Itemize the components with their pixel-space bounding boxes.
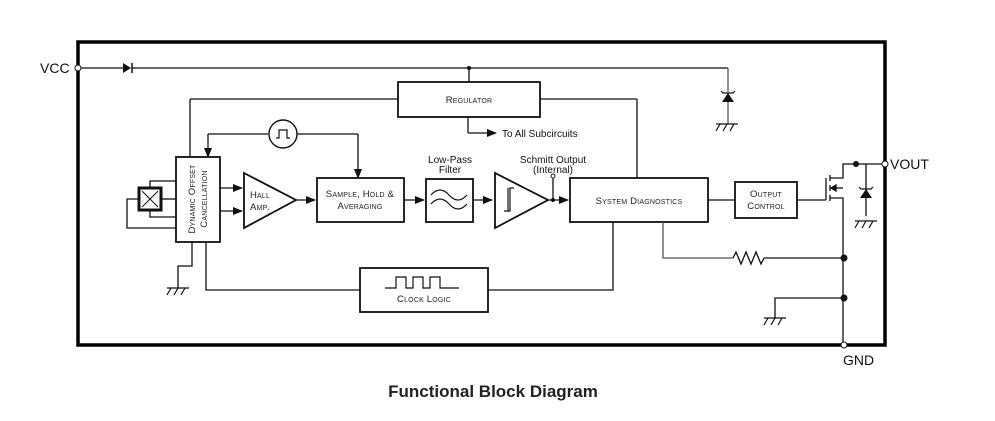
vcc-diode-icon — [123, 63, 133, 73]
diag-to-resistor-wire — [662, 222, 733, 259]
ground-icon — [854, 220, 877, 229]
schmitt-output-label-line2: (Internal) — [533, 165, 573, 176]
diag-to-clock-wire — [488, 222, 614, 291]
output-control-block — [734, 181, 798, 219]
ground-icon — [166, 287, 189, 296]
vcc-pin-label: VCC — [40, 60, 70, 76]
dynamic-offset-cancellation-block — [175, 156, 221, 243]
mosfet-icon — [825, 163, 856, 345]
hysteresis-icon — [504, 187, 514, 212]
doc-ground-wire — [177, 242, 193, 288]
sample-hold-label-line1: Sample, Hold & — [326, 189, 395, 200]
ground-icon — [763, 317, 786, 326]
output-control-label-line1: Output — [750, 189, 782, 200]
system-diagnostics-block — [569, 177, 709, 223]
schmitt-trigger-triangle — [494, 171, 550, 230]
diagram-title: Functional Block Diagram — [388, 382, 598, 401]
junction-dot — [840, 254, 848, 262]
filter-wave-icon — [430, 189, 468, 210]
doc-to-clock-wire — [205, 242, 360, 291]
vout-pin-terminal — [881, 160, 889, 168]
system-diagnostics-label: System Diagnostics — [596, 196, 683, 207]
hall-wire-top — [149, 180, 176, 188]
hall-element-icon — [137, 186, 163, 212]
square-wave-icon — [276, 129, 290, 139]
vcc-pin-terminal — [74, 64, 82, 72]
dynamic-offset-label-line1: Dynamic Offset — [187, 164, 198, 234]
gnd-pin-terminal — [840, 341, 848, 349]
vout-pin-label: VOUT — [890, 156, 929, 172]
sample-hold-label-line2: Averaging — [337, 201, 382, 212]
hall-wire-bottom — [149, 210, 176, 218]
hall-wire-left — [126, 198, 176, 229]
schmitt-output-label-line1: Schmitt Output — [520, 155, 586, 166]
regulator-label: Regulator — [446, 95, 493, 106]
resistor-icon — [732, 250, 765, 266]
low-pass-filter-block — [425, 178, 474, 223]
to-all-subcircuits-label: To All Subcircuits — [502, 129, 578, 140]
low-pass-label-line1: Low-Pass — [428, 155, 472, 166]
schmitt-test-point — [550, 173, 556, 179]
sample-hold-averaging-block — [316, 177, 405, 223]
ground-icon — [715, 123, 738, 132]
oscillator-icon — [268, 119, 298, 149]
zener-diode-icon — [720, 90, 736, 102]
gnd-pin-label: GND — [843, 352, 874, 368]
hall-amp-label-line2: Amp. — [250, 202, 270, 213]
hall-amp-label-line1: Hall — [250, 190, 270, 201]
clock-logic-block — [359, 267, 489, 313]
hall-amp-triangle — [243, 171, 298, 230]
low-pass-label-line2: Filter — [439, 165, 462, 176]
clock-logic-label: Clock Logic — [397, 294, 451, 305]
output-control-label-line2: Control — [747, 201, 784, 212]
chip-boundary — [76, 40, 887, 347]
dynamic-offset-label-line2: Cancellation — [199, 170, 210, 227]
internal-ground-wire — [774, 297, 844, 318]
zener-diode-icon — [858, 186, 874, 198]
clock-waveform-icon — [385, 276, 459, 289]
